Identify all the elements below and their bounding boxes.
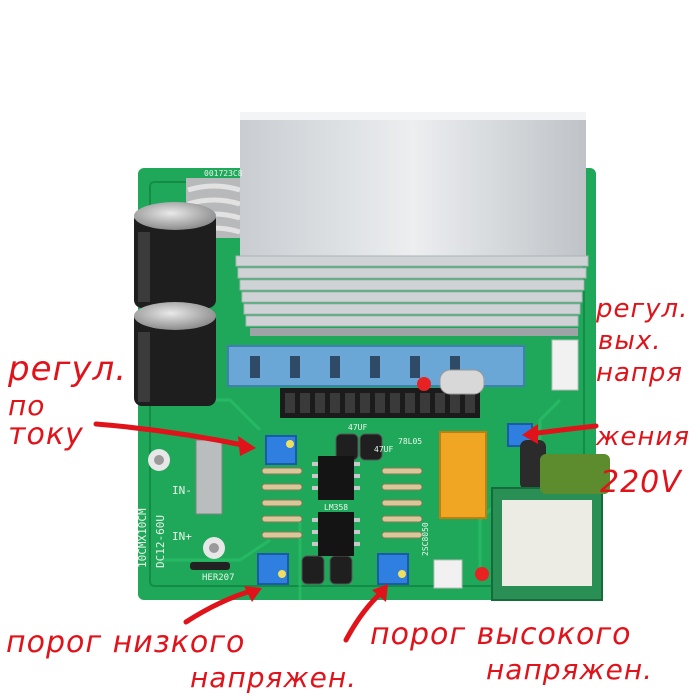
red-led [475, 567, 489, 581]
silk-in-plus: IN+ [172, 530, 192, 543]
silk-top-code: 001723C8 [204, 169, 243, 178]
silk-in-minus: IN- [172, 484, 192, 497]
capacitor-small [520, 440, 546, 490]
annotation-voltage-line2: вых. [598, 326, 662, 356]
annotation-low-line1: порог низкого [6, 625, 246, 660]
silk-cap1: 47UF [348, 423, 367, 432]
mounting-hole [203, 537, 225, 559]
crystal [439, 369, 485, 395]
silk-transistor: 2SC8050 [421, 522, 430, 556]
transformer-module [491, 454, 610, 601]
trimmer-low [257, 553, 289, 585]
annotation-high-line1: порог высокого [370, 617, 632, 652]
silk-regulator: 78L05 [398, 437, 422, 446]
annotation-current-line1: регул. [8, 349, 128, 389]
pin-header [280, 388, 480, 418]
resistor-array [261, 467, 423, 539]
white-connector [551, 339, 579, 391]
capacitor-large [134, 302, 216, 406]
annotation-voltage-line4: жения [596, 422, 690, 452]
silk-diode: HER207 [202, 573, 235, 583]
silk-cap2: 47UF [374, 445, 393, 454]
input-terminal [195, 439, 223, 515]
ic-chip [312, 512, 360, 556]
red-led [417, 377, 431, 391]
annotation-voltage-line3: напря [596, 358, 684, 388]
silk-board-size: 10CMX10CM [136, 508, 149, 568]
annotation-voltage-line1: регул. [596, 294, 689, 324]
annotation-high-line2: напряжен. [486, 653, 654, 686]
trimmer-high [377, 553, 409, 585]
white-connector [433, 559, 463, 589]
ic-chip [312, 456, 360, 500]
silk-ic: LM358 [324, 503, 348, 512]
annotation-current-line2: по [8, 389, 46, 422]
capacitor-large [134, 202, 216, 308]
capacitor-small [359, 433, 383, 461]
trimmer-current [265, 435, 297, 465]
annotation-voltage-line5: 220V [600, 465, 682, 500]
heatsink [235, 112, 589, 336]
mounting-hole [148, 449, 170, 471]
transistor-strip [227, 345, 525, 387]
arrow-current [93, 421, 251, 449]
annotation-current-line3: току [8, 417, 84, 452]
capacitor-small [329, 555, 353, 585]
capacitor-small [301, 555, 325, 585]
diode [190, 562, 230, 570]
silk-input-range: DC12-60U [154, 515, 167, 568]
annotation-low-line2: напряжен. [190, 661, 358, 694]
relay [439, 431, 487, 519]
